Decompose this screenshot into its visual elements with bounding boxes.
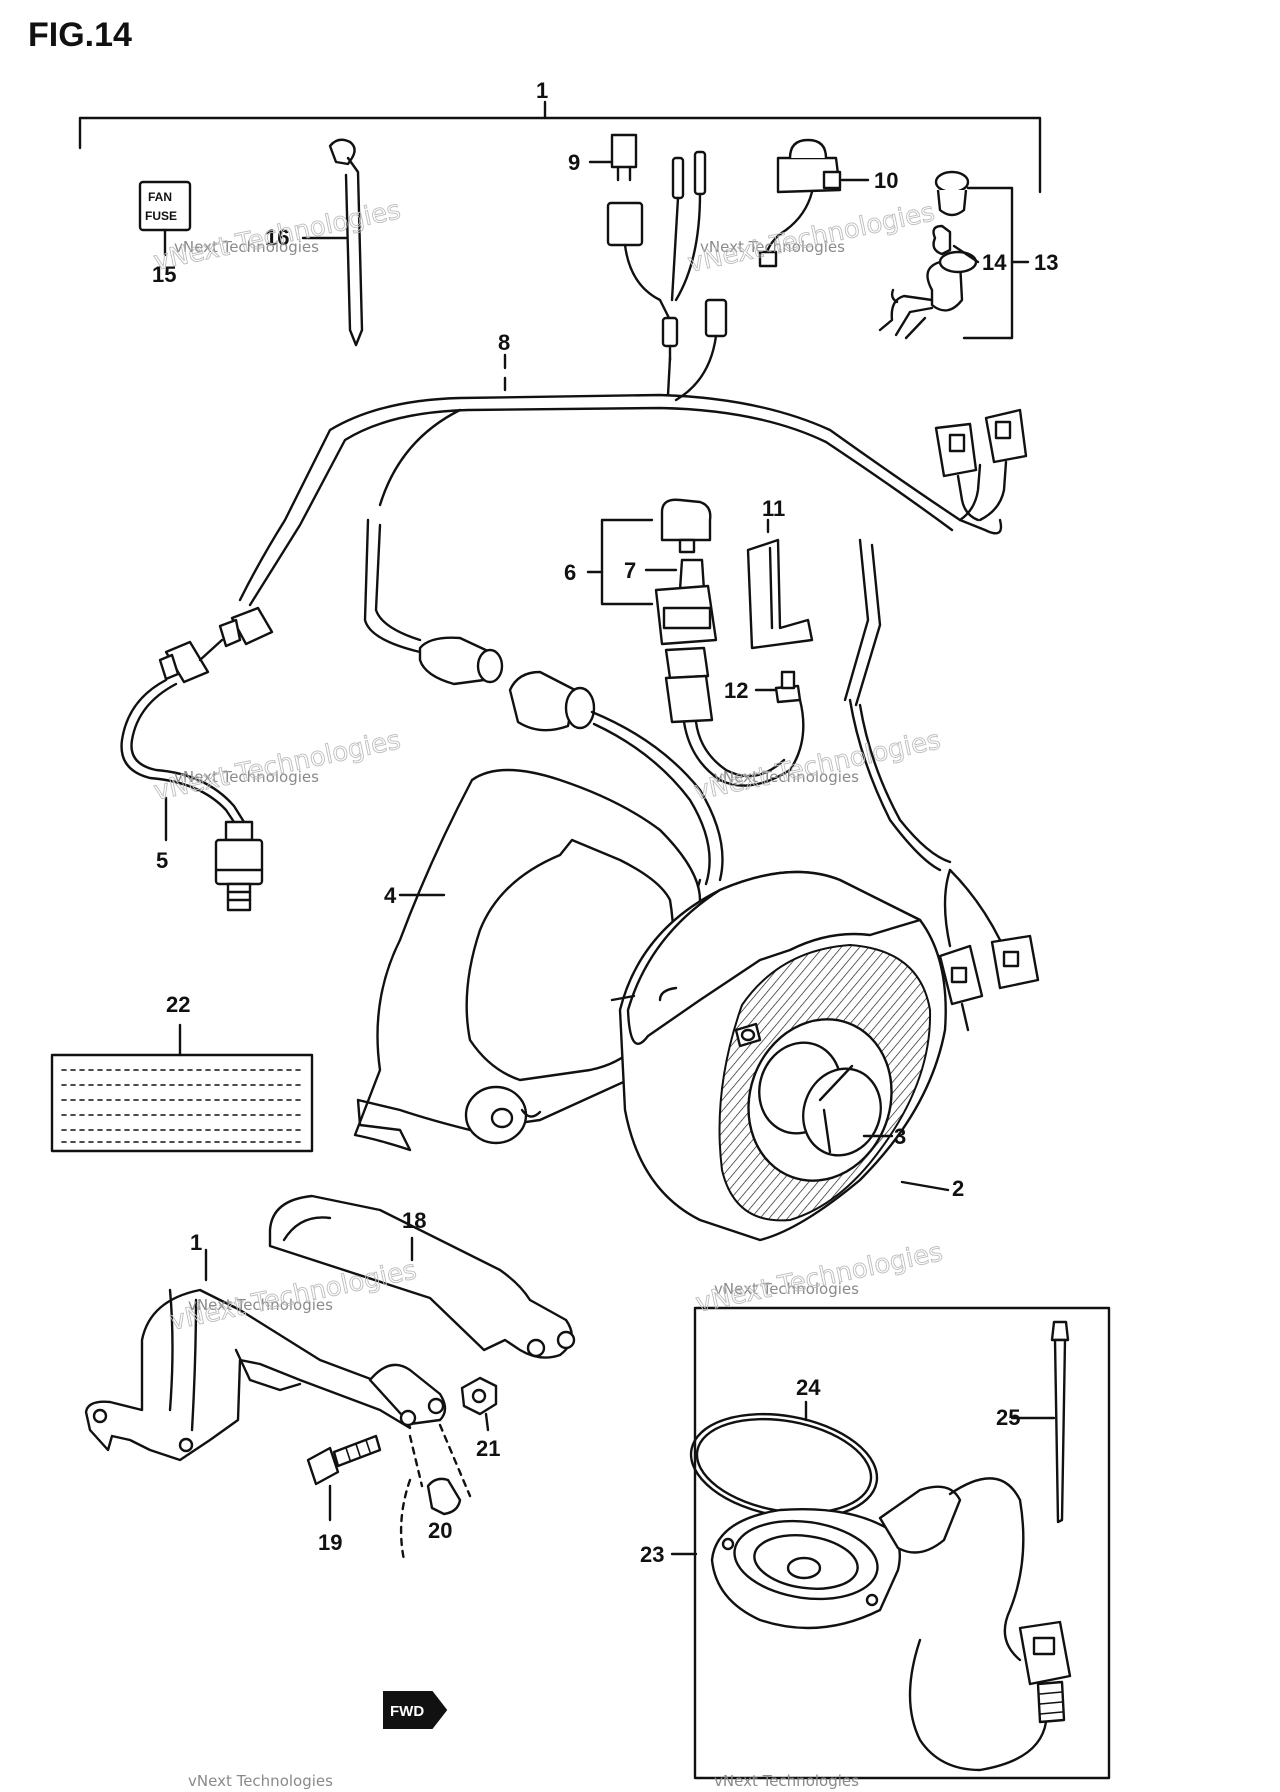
svg-text:vNext Technologies: vNext Technologies xyxy=(714,1280,859,1298)
svg-text:vNext Technologies: vNext Technologies xyxy=(174,768,319,786)
svg-text:vNext Technologies: vNext Technologies xyxy=(174,238,319,256)
motor-side-connectors xyxy=(938,868,1040,1032)
callout-1: 1 xyxy=(536,78,548,103)
callout-12: 12 xyxy=(724,678,748,703)
callout-20: 20 xyxy=(428,1518,452,1543)
harness-right-connectors xyxy=(934,408,1028,522)
callout-19: 19 xyxy=(318,1530,342,1555)
svg-text:FAN: FAN xyxy=(148,190,172,204)
part-4-shroud xyxy=(353,768,702,1152)
callout-13: 13 xyxy=(1034,250,1058,275)
callout-25: 25 xyxy=(996,1405,1020,1430)
svg-text:vNext Technologies: vNext Technologies xyxy=(714,768,859,786)
callout-4: 4 xyxy=(384,883,397,908)
callout-6: 6 xyxy=(564,560,576,585)
part-1-frame-bracket xyxy=(84,1248,447,1462)
svg-text:vNext Technologies: vNext Technologies xyxy=(151,725,403,807)
part-23-sensor xyxy=(670,1477,1072,1772)
svg-text:vNext Technologies: vNext Technologies xyxy=(188,1772,333,1790)
part-2-fan-motor xyxy=(610,870,950,1242)
callout-24: 24 xyxy=(796,1375,821,1400)
callout-8: 8 xyxy=(498,330,510,355)
callout-10: 10 xyxy=(874,168,898,193)
part-13-14-socket xyxy=(878,170,1030,340)
callout-11: 11 xyxy=(762,496,785,521)
callout-23: 23 xyxy=(640,1542,664,1567)
part-5-temp-switch xyxy=(120,606,274,912)
callout-9: 9 xyxy=(568,150,580,175)
fwd-arrow-mark: FWD xyxy=(383,1691,448,1729)
part-19-bolt xyxy=(306,1434,382,1522)
part-16-clamp xyxy=(301,138,364,347)
part-10-switch xyxy=(758,138,870,268)
sensor-kit-box xyxy=(693,1306,1111,1780)
callout-5: 5 xyxy=(156,848,168,873)
part-18-bracket xyxy=(268,1194,576,1359)
part-25-tie xyxy=(1010,1320,1070,1524)
part-11-bracket xyxy=(746,518,814,650)
callout-3: 3 xyxy=(894,1124,906,1149)
svg-text:vNext Technologies: vNext Technologies xyxy=(691,725,943,807)
svg-text:vNext Technologies: vNext Technologies xyxy=(188,1296,333,1314)
part-22-label xyxy=(50,1023,314,1153)
fuse-holder-leads xyxy=(606,150,728,402)
part-20-collar xyxy=(399,1423,472,1562)
callout-16: 16 xyxy=(265,225,289,250)
callout-22: 22 xyxy=(166,992,190,1017)
fan-motor-connectors xyxy=(418,636,724,992)
part-21-nut xyxy=(460,1376,498,1432)
part-6-relay xyxy=(586,498,805,787)
fan-fuse-tag: FAN FUSE xyxy=(138,180,192,257)
callout-21: 21 xyxy=(476,1436,500,1461)
callout-7: 7 xyxy=(624,558,636,583)
callout-18: 18 xyxy=(402,1208,426,1233)
assembly-1-bracket xyxy=(78,100,1042,194)
svg-text:vNext Technologies: vNext Technologies xyxy=(700,238,845,256)
svg-text:FUSE: FUSE xyxy=(145,209,177,223)
callout-2: 2 xyxy=(952,1176,964,1201)
figure-title: FIG.14 xyxy=(28,16,132,54)
callout-15: 15 xyxy=(152,262,176,287)
part-12-screw xyxy=(754,670,802,704)
svg-text:FWD: FWD xyxy=(390,1703,424,1720)
callout-1-bracket: 1 xyxy=(190,1230,202,1255)
svg-text:vNext Technologies: vNext Technologies xyxy=(693,1237,945,1319)
part-9-fuse xyxy=(588,133,638,182)
part-8-harness xyxy=(238,353,1003,872)
svg-text:vNext Technologies: vNext Technologies xyxy=(714,1772,859,1790)
callout-14: 14 xyxy=(982,250,1007,275)
